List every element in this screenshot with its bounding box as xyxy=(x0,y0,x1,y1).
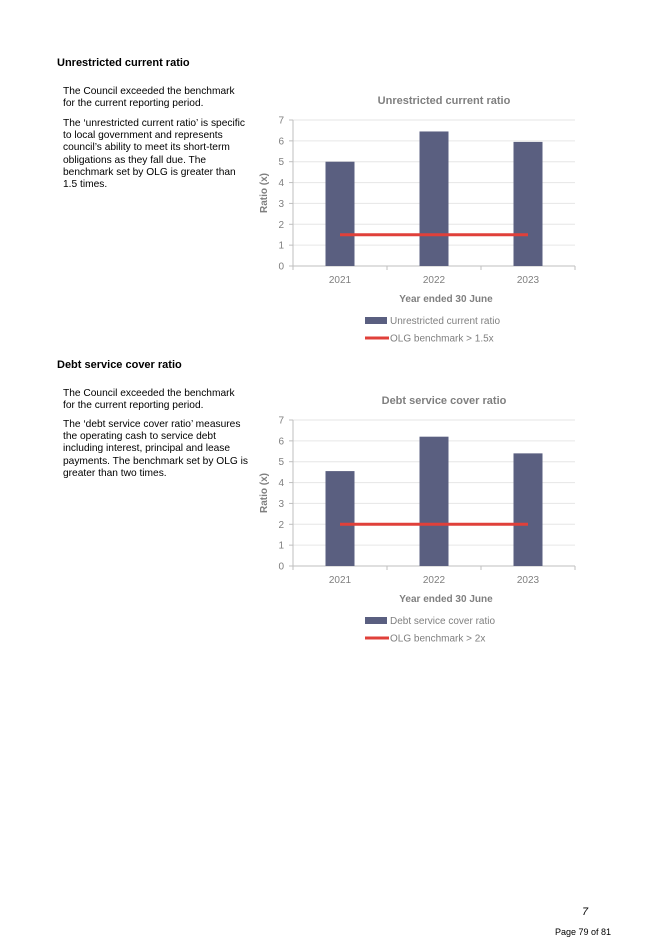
x-tick-label: 2021 xyxy=(329,275,352,286)
y-tick-label: 2 xyxy=(278,220,284,231)
page-of-total: Page 79 of 81 xyxy=(555,927,612,937)
y-tick-label: 5 xyxy=(278,457,284,468)
bar xyxy=(419,131,449,266)
paragraph: The Council exceeded the benchmark for t… xyxy=(63,86,235,110)
y-tick-label: 2 xyxy=(278,520,284,531)
bar xyxy=(325,471,355,566)
legend-label: Unrestricted current ratio xyxy=(390,316,500,327)
y-tick-label: 1 xyxy=(278,241,284,252)
y-tick-label: 7 xyxy=(278,116,284,127)
chart-title: Unrestricted current ratio xyxy=(378,95,511,107)
chart-title: Debt service cover ratio xyxy=(382,395,507,407)
x-axis-label: Year ended 30 June xyxy=(399,294,493,305)
y-tick-label: 4 xyxy=(278,178,284,189)
bar xyxy=(325,161,355,266)
y-tick-label: 7 xyxy=(278,416,284,427)
chart-unrestricted-current-ratio: Unrestricted current ratio 0 1 2 3 4 5 6 7 2021 20… xyxy=(259,95,576,345)
paragraph: The Council exceeded the benchmark for t… xyxy=(63,388,235,412)
x-tick-label: 2021 xyxy=(329,575,352,586)
bar xyxy=(513,141,543,266)
y-tick-label: 0 xyxy=(278,562,284,573)
y-tick-label: 3 xyxy=(278,199,284,210)
legend-label: Debt service cover ratio xyxy=(390,616,495,627)
section-title: Debt service cover ratio xyxy=(57,359,182,371)
y-tick-label: 5 xyxy=(278,157,284,168)
chart-debt-service-cover-ratio: Debt service cover ratio 0 1 2 3 4 5 6 7 2021 2022… xyxy=(259,395,576,645)
x-tick-label: 2022 xyxy=(423,575,446,586)
x-tick-label: 2023 xyxy=(517,575,540,586)
y-tick-label: 3 xyxy=(278,499,284,510)
legend-label: OLG benchmark > 1.5x xyxy=(390,334,494,345)
page-number: 7 xyxy=(582,906,589,918)
legend-label: OLG benchmark > 2x xyxy=(390,634,485,645)
bar xyxy=(419,436,449,566)
legend-swatch-bar xyxy=(365,617,387,624)
y-tick-label: 0 xyxy=(278,262,284,273)
paragraph: The ‘debt service cover ratio’ measures … xyxy=(63,419,248,479)
y-tick-label: 1 xyxy=(278,541,284,552)
x-tick-label: 2023 xyxy=(517,275,540,286)
y-tick-label: 6 xyxy=(278,136,284,147)
y-tick-label: 4 xyxy=(278,478,284,489)
section-title: Unrestricted current ratio xyxy=(57,57,190,69)
y-axis-label: Ratio (x) xyxy=(259,473,270,513)
x-axis-label: Year ended 30 June xyxy=(399,594,493,605)
paragraph: The ‘unrestricted current ratio’ is spec… xyxy=(63,118,245,191)
legend-swatch-bar xyxy=(365,317,387,324)
x-tick-label: 2022 xyxy=(423,275,446,286)
bar xyxy=(513,453,543,566)
y-axis-label: Ratio (x) xyxy=(259,173,270,213)
y-tick-label: 6 xyxy=(278,436,284,447)
